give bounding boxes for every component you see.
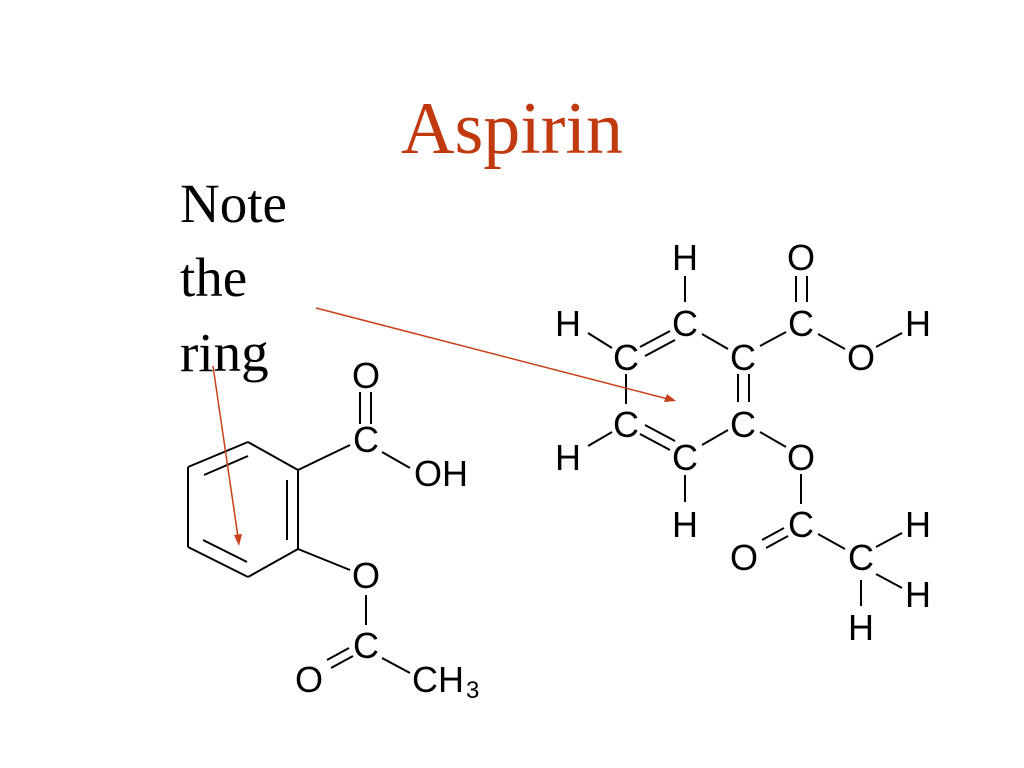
bond-ring-single (701, 333, 729, 350)
atom-o-acid-carbonyl: O (787, 237, 815, 278)
arrow-head (664, 394, 676, 402)
expanded-bonds (587, 276, 903, 606)
bond-ester-carbonyl (330, 655, 354, 669)
atom-h-methyl-bottom: H (848, 607, 874, 648)
bond-oxygen-to-h (875, 332, 903, 348)
group-methyl: CH (412, 659, 464, 700)
note-line-1: Note (180, 173, 287, 234)
bond-ester-carbonyl (761, 527, 785, 541)
atom-h-hydroxyl: H (905, 303, 931, 344)
bond-ring-to-ester-oxygen (759, 431, 787, 448)
atom-h-methyl-upper: H (905, 504, 931, 545)
bond-ring-to-ester-oxygen (297, 548, 351, 571)
atom-ester-carbon: C (353, 625, 379, 666)
ring-bond (187, 546, 249, 578)
bond-methyl-h (875, 573, 903, 589)
atom-c-ring-upper-right: C (730, 337, 756, 378)
atom-ester-oxygen: O (352, 555, 380, 596)
atom-carbonyl-oxygen: O (352, 355, 380, 396)
bond-methyl-h (875, 532, 903, 548)
atom-o-ester-carbonyl: O (730, 537, 758, 578)
atom-c-ring-bottom: C (672, 437, 698, 478)
bond-ring-double (639, 433, 671, 451)
bond-h-c (587, 431, 613, 447)
atom-h-methyl-lower: H (905, 574, 931, 615)
arrow-head (234, 534, 242, 546)
bond-acid-to-hydroxyl (381, 451, 411, 469)
expanded-structure: H C H C C C C H C H O C O H O C O C H H … (555, 237, 931, 648)
atom-h-left-lower: H (555, 437, 581, 478)
atom-ester-carbonyl-oxygen: O (295, 659, 323, 700)
bond-ester-carbonyl (765, 535, 789, 549)
atom-c-ring-lower-right: C (730, 404, 756, 445)
atom-c-acid: C (788, 303, 814, 344)
atom-h-bottom: H (672, 504, 698, 545)
skeletal-bonds (297, 392, 411, 674)
bond-ester-to-methyl (381, 657, 411, 674)
ring-bond (247, 441, 299, 471)
ring-double-bond (203, 455, 249, 476)
atom-c-ring-lower-left: C (613, 404, 639, 445)
benzene-ring (187, 441, 299, 578)
slide-title: Aspirin (401, 88, 623, 170)
bond-ester-carbonyl (326, 647, 350, 661)
bond-ring-to-acid-carbon (297, 444, 351, 471)
bond-acid-to-oxygen (817, 333, 846, 350)
note-line-3: ring (180, 322, 269, 383)
arrow-to-expanded-ring (315, 307, 669, 400)
methyl-subscript: 3 (466, 677, 479, 704)
atom-h-top: H (672, 237, 698, 278)
bond-ring-single (701, 429, 729, 446)
ring-bond (187, 441, 249, 468)
atom-o-ester: O (787, 437, 815, 478)
atom-c-ring-top: C (672, 303, 698, 344)
bond-ring-double (644, 339, 676, 357)
arrow-to-skeletal-ring (212, 365, 239, 538)
atom-h-left-upper: H (555, 303, 581, 344)
atom-o-hydroxyl: O (847, 337, 875, 378)
bond-h-c (587, 332, 613, 349)
note-line-2: the (180, 247, 248, 308)
bond-ester-to-methyl (817, 533, 846, 550)
bond-ring-double (644, 424, 676, 442)
ring-bond (247, 548, 299, 578)
note-arrows (212, 307, 676, 546)
atom-c-methyl: C (848, 537, 874, 578)
bond-ring-to-acid (759, 331, 787, 347)
bond-ring-double (639, 330, 671, 348)
atom-c-ester: C (788, 504, 814, 545)
group-hydroxyl: OH (414, 453, 468, 494)
atom-c-ring-upper-left: C (613, 337, 639, 378)
ring-double-bond (202, 539, 248, 563)
atom-acid-carbon: C (353, 419, 379, 460)
skeletal-structure: O C OH O C O CH 3 (187, 355, 479, 704)
